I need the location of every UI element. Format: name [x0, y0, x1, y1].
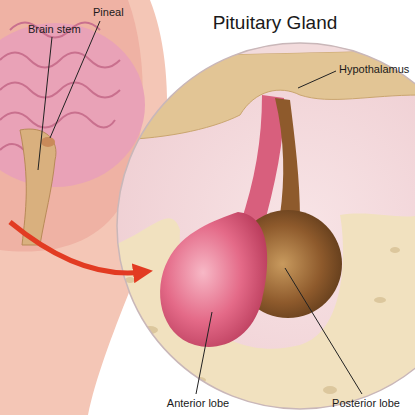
hypothalamus	[105, 50, 415, 140]
brain-tissue	[100, 38, 415, 120]
brain-folds	[0, 23, 120, 157]
part-label: Anterior lobe	[167, 397, 229, 410]
part-label: Posterior lobe	[332, 397, 400, 410]
pointer-arrow	[10, 222, 143, 273]
diagram-title: Pituitary Gland	[213, 12, 338, 34]
part-label: Pineal	[93, 6, 124, 19]
pineal	[41, 137, 55, 147]
magnifier-rim	[117, 43, 415, 409]
stalk-posterior	[275, 98, 300, 218]
part-label: Hypothalamus	[339, 63, 409, 76]
brain	[0, 23, 145, 187]
anterior-lobe	[160, 212, 267, 347]
leader-lines	[38, 21, 362, 394]
part-label: Brain stem	[28, 23, 81, 36]
brain-stem	[20, 129, 56, 245]
